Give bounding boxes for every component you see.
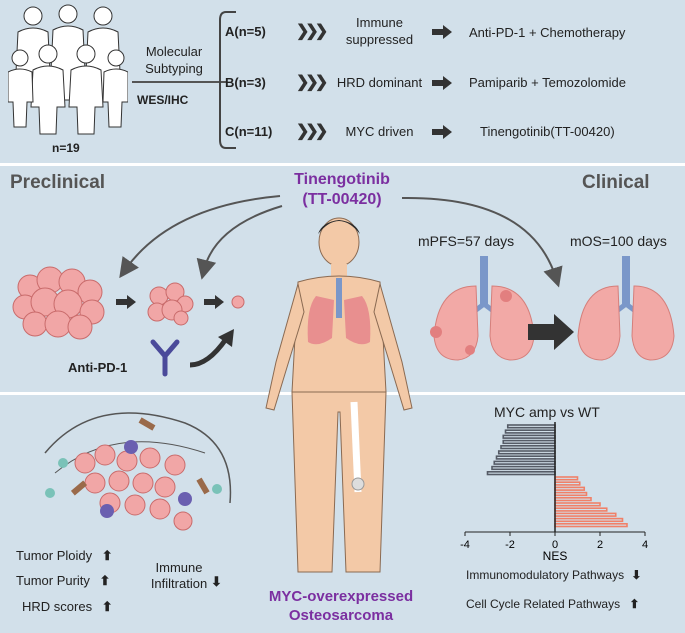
x-tick-label: 0: [552, 539, 558, 551]
molecular-subtyping-label: Molecular Subtyping: [145, 44, 203, 76]
pathway-label: Cell Cycle Related Pathways: [466, 597, 621, 611]
feature-label: Tumor Ploidy: [16, 548, 93, 563]
group-a-therapy: Anti-PD-1 + Chemotherapy: [469, 25, 626, 40]
method-label: WES/IHC: [137, 93, 189, 107]
group-a-label: A(n=5): [225, 24, 266, 39]
drug-name-line1: Tinengotinib: [294, 171, 390, 188]
nes-bar: [504, 429, 556, 434]
child-figure: [68, 44, 104, 135]
large-tumor-illustration: [12, 266, 105, 340]
drug-name: Tinengotinib (TT-00420): [282, 170, 402, 210]
feature-tumor-ploidy: Tumor Ploidy ⬆: [16, 548, 113, 564]
x-tick-label: 4: [642, 539, 648, 551]
chevron-icon: ❯❯❯: [296, 123, 328, 140]
small-tumor-illustration: [231, 295, 245, 309]
nes-bar: [486, 470, 556, 476]
nes-bar: [554, 491, 588, 497]
nes-bar: [502, 434, 556, 439]
arrow-up-icon: ⬆: [99, 573, 111, 588]
nes-bar: [491, 465, 556, 471]
pathway-immunomodulatory: Immunomodulatory Pathways ⬇: [466, 568, 641, 582]
pathway-cell-cycle: Cell Cycle Related Pathways ⬆: [466, 597, 639, 611]
child-figure: [30, 44, 66, 135]
nes-bar: [506, 424, 556, 429]
arrow-right-icon: [432, 76, 452, 90]
x-tick-label: -4: [460, 539, 470, 551]
subtyping-line: [132, 81, 226, 83]
chart-title: MYC amp vs WT: [494, 404, 600, 420]
feature-hrd-scores: HRD scores ⬆: [22, 599, 113, 615]
arrow-up-icon: ⬆: [101, 548, 113, 563]
arrow-right-icon: [432, 25, 452, 39]
arrow-right-icon: [204, 295, 224, 309]
cohort-count: n=19: [52, 141, 80, 155]
arrow-up-icon: ⬆: [101, 599, 113, 614]
arrow-up-icon: ⬆: [629, 597, 640, 611]
group-c-therapy: Tinengotinib(TT-00420): [480, 124, 615, 139]
nes-bar: [554, 512, 617, 517]
nes-bar: [554, 476, 579, 481]
disease-label: MYC-overexpressed Osteosarcoma: [235, 587, 447, 625]
group-c-subtype: MYC driven: [345, 124, 414, 139]
antibody-icon: [150, 339, 180, 377]
chevron-icon: ❯❯❯: [296, 74, 328, 91]
arrow-right-icon: [432, 125, 452, 139]
disease-line2: Osteosarcoma: [288, 607, 394, 624]
nes-bar: [554, 486, 586, 491]
disease-line1: MYC-overexpressed: [268, 588, 414, 605]
preclinical-heading: Preclinical: [10, 172, 106, 193]
divider-top: [0, 163, 685, 166]
nes-bar: [495, 455, 556, 460]
arrow-down-icon: ⬇: [211, 574, 222, 589]
pathway-label: Immunomodulatory Pathways: [466, 568, 625, 582]
nes-bar: [500, 444, 556, 450]
x-axis-label: NES: [543, 549, 568, 560]
feature-label: HRD scores: [22, 599, 93, 614]
tumor-microenvironment-illustration: [44, 412, 232, 531]
mpfs-label: mPFS=57 days: [418, 233, 515, 249]
group-b-label: B(n=3): [225, 75, 266, 90]
drug-name-line2: (TT-00420): [302, 191, 382, 208]
curved-arrow-icon: [189, 329, 234, 368]
arrow-right-icon: [116, 295, 136, 309]
nes-bar: [554, 502, 601, 507]
feature-tumor-purity: Tumor Purity ⬆: [16, 573, 110, 589]
medium-tumor-illustration: [147, 282, 194, 326]
feature-label: Tumor Purity: [16, 573, 90, 588]
big-arrow-icon: [528, 314, 574, 350]
anti-pd1-label: Anti-PD-1: [68, 360, 128, 375]
nes-bar: [554, 481, 581, 486]
chevron-icon: ❯❯❯: [296, 23, 328, 40]
nes-bar: [502, 439, 556, 445]
child-figure: [8, 49, 34, 128]
lungs-before-illustration: [430, 256, 535, 361]
nes-bar: [554, 523, 628, 528]
patient-illustration: [265, 217, 413, 573]
immune-infiltration-label: Immune Infiltration: [150, 560, 208, 591]
group-a-subtype: Immune suppressed: [345, 15, 414, 47]
group-b-subtype: HRD dominant: [336, 75, 423, 90]
group-b-therapy: Pamiparib + Temozolomide: [469, 75, 626, 90]
children-group-illustration: [8, 4, 128, 135]
nes-bar: [493, 460, 556, 465]
x-tick-label: 2: [597, 539, 603, 551]
drug-arrows: [119, 195, 563, 288]
x-tick-label: -2: [505, 539, 515, 551]
subtype-bracket: [219, 11, 236, 149]
arrow-down-icon: ⬇: [631, 568, 642, 582]
lungs-after-illustration: [577, 256, 675, 361]
child-figure: [102, 49, 128, 128]
nes-bar: [497, 450, 556, 455]
nes-bar: [554, 497, 592, 502]
clinical-heading: Clinical: [582, 172, 650, 193]
group-c-label: C(n=11): [225, 124, 273, 139]
nes-bar: [554, 517, 624, 523]
mos-label: mOS=100 days: [570, 233, 667, 249]
nes-bar: [554, 507, 608, 512]
